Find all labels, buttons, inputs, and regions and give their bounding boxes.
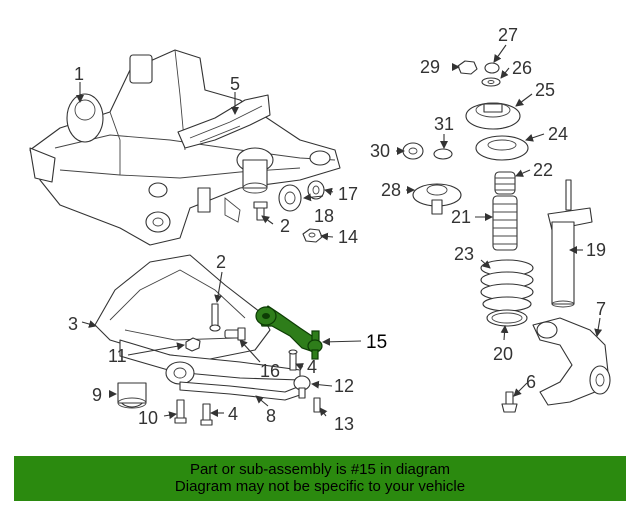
callout-22: 22 (533, 160, 553, 180)
tension-strut-8 (179, 381, 301, 401)
bushing-17 (307, 180, 325, 200)
callout-17: 17 (338, 184, 358, 204)
bolt-2-upper (253, 201, 268, 221)
strut-19 (547, 179, 593, 308)
bolt-13 (313, 397, 321, 413)
spring-seat-24 (475, 135, 529, 161)
callout-1: 1 (74, 64, 84, 84)
suspension-parts-diagram: 1 5 2 18 17 14 29 27 26 25 24 30 31 28 2… (29, 25, 611, 434)
callout-5: 5 (230, 74, 240, 94)
callout-15-highlighted: 15 (366, 332, 387, 353)
banner-line-1: Part or sub-assembly is #15 in diagram (189, 461, 451, 478)
callout-18: 18 (314, 206, 334, 226)
info-banner: Part or sub-assembly is #15 in diagram D… (14, 456, 626, 501)
control-arm-15-highlighted[interactable] (255, 305, 323, 360)
bearing-25 (465, 102, 521, 130)
bolt-16 (224, 327, 246, 341)
callout-12: 12 (334, 376, 354, 396)
banner-line-2: Diagram may not be specific to your vehi… (174, 478, 466, 495)
bolt-4-low (200, 403, 213, 426)
nut-11 (185, 337, 201, 352)
callout-24: 24 (548, 124, 568, 144)
callout-14: 14 (338, 227, 358, 247)
callout-28: 28 (381, 180, 401, 200)
callout-23: 23 (454, 244, 474, 264)
callout-3: 3 (68, 314, 78, 334)
bolt-2-lower (209, 303, 221, 332)
leader-lines (76, 44, 603, 420)
callout-2-upper: 2 (280, 216, 290, 236)
callout-4-low: 4 (228, 404, 238, 424)
bump-stop-22 (494, 171, 516, 195)
callout-29: 29 (420, 57, 440, 77)
washer-26 (481, 77, 501, 87)
callout-6: 6 (526, 372, 536, 392)
callout-8: 8 (266, 406, 276, 426)
callout-4-mid: 4 (307, 357, 317, 377)
nut-29 (457, 60, 478, 75)
callout-7: 7 (596, 299, 606, 319)
coil-spring-23 (480, 259, 534, 312)
callout-2-lower: 2 (216, 252, 226, 272)
callout-13: 13 (334, 414, 354, 434)
callout-21: 21 (451, 207, 471, 227)
callout-11: 11 (108, 346, 127, 366)
bushing-18 (278, 184, 302, 212)
boot-21 (492, 195, 518, 251)
nut-27 (484, 62, 500, 74)
callout-10: 10 (138, 408, 158, 428)
heat-shield (177, 94, 271, 149)
bolt-6 (501, 391, 518, 413)
callout-25: 25 (535, 80, 555, 100)
callout-19: 19 (586, 240, 606, 260)
callout-20: 20 (493, 344, 513, 364)
callout-31: 31 (434, 114, 454, 134)
spring-pad-20 (486, 309, 528, 327)
ball-joint-12 (293, 375, 311, 399)
bolt-10 (174, 399, 187, 424)
mount-28 (412, 183, 462, 215)
bushing-9 (117, 382, 147, 409)
callout-30: 30 (370, 141, 390, 161)
bolt-4-mid (288, 349, 298, 371)
callout-26: 26 (512, 58, 532, 78)
nut-30 (402, 142, 424, 160)
callout-27: 27 (498, 25, 518, 45)
callout-numbers: 1 5 2 18 17 14 29 27 26 25 24 30 31 28 2… (68, 25, 606, 434)
callout-9: 9 (92, 385, 102, 405)
knuckle-7 (532, 317, 611, 406)
nut-14 (302, 228, 323, 243)
callout-16: 16 (260, 361, 280, 381)
cap-31 (433, 148, 453, 160)
